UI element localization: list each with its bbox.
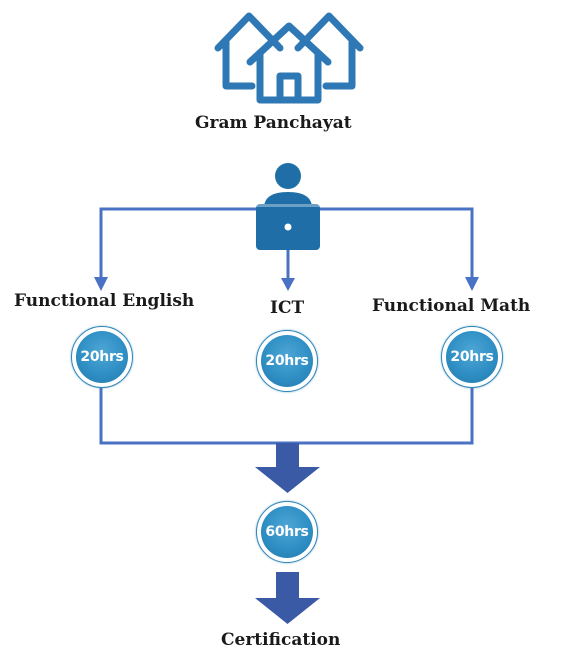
merge-arrow [255, 443, 320, 493]
root-label: Gram Panchayat [195, 113, 352, 133]
module-english-hours-badge: 20hrs [71, 326, 133, 388]
module-ict-hours: 20hrs [261, 335, 313, 387]
certification-arrow [255, 572, 320, 624]
module-ict-label: ICT [270, 298, 305, 318]
arrow-to-module-math [465, 277, 479, 291]
module-math-hours-badge: 20hrs [441, 326, 503, 388]
computer-user-icon [256, 163, 320, 250]
module-ict-hours-badge: 20hrs [256, 330, 318, 392]
total-hours: 60hrs [261, 506, 313, 558]
outcome-label: Certification [221, 630, 341, 650]
houses-icon [214, 12, 364, 104]
total-hours-badge: 60hrs [256, 501, 318, 563]
arrow-to-module-ict [281, 278, 295, 291]
module-math-label: Functional Math [372, 296, 531, 316]
module-english-label: Functional English [14, 291, 195, 311]
module-english-hours: 20hrs [76, 331, 128, 383]
module-math-hours: 20hrs [446, 331, 498, 383]
arrow-to-module-english [94, 277, 108, 291]
connector-bottom [99, 388, 474, 445]
